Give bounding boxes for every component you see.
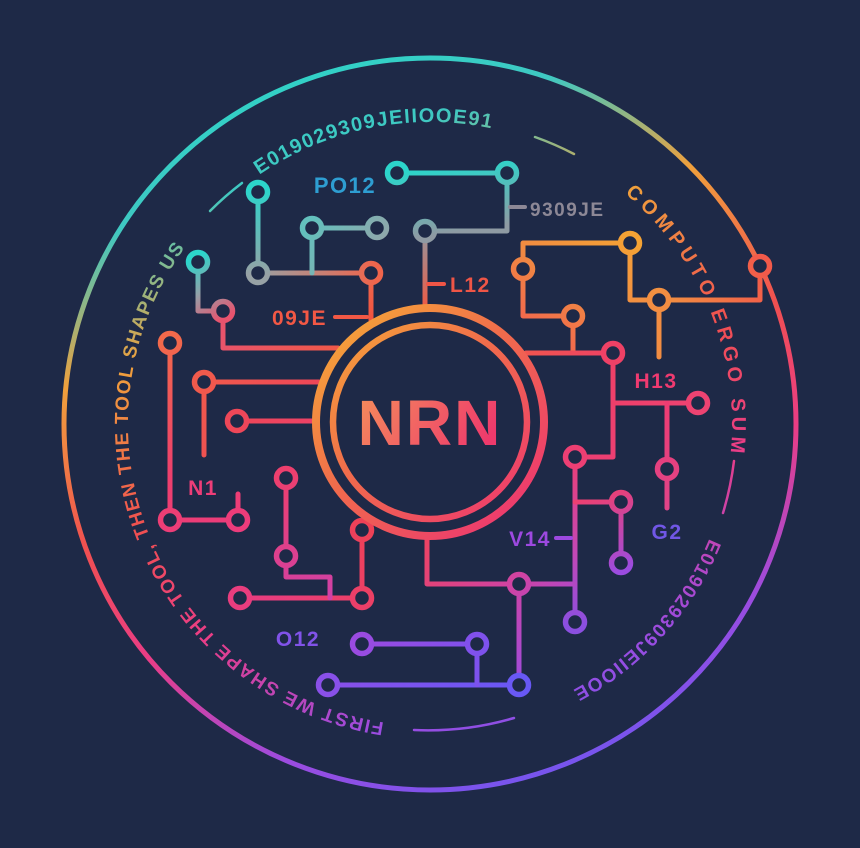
- separator-dash-bottom: [412, 716, 516, 732]
- node: [364, 215, 390, 241]
- node: [560, 303, 586, 329]
- node: [273, 543, 299, 569]
- label-o12: O12: [276, 628, 320, 651]
- trace-top-teal: [394, 170, 510, 234]
- trace-right-elbow: [572, 350, 616, 460]
- label-h13: H13: [634, 370, 677, 393]
- label-v14: V14: [509, 528, 551, 551]
- node: [224, 408, 250, 434]
- node: [358, 260, 384, 286]
- node: [349, 631, 375, 657]
- node: [617, 230, 643, 256]
- rim-separator-dashes: [208, 135, 736, 732]
- node: [191, 369, 217, 395]
- trace-orange-chain: [520, 240, 633, 356]
- label-9309je: 9309JE: [530, 200, 605, 221]
- node: [384, 160, 410, 186]
- node: [494, 160, 520, 186]
- label-n1: N1: [188, 477, 218, 500]
- node: [646, 287, 672, 313]
- node: [685, 390, 711, 416]
- separator-dash-top-right: [533, 135, 576, 156]
- center-badge: NRN: [312, 304, 548, 540]
- trace-orange-stub: [627, 240, 662, 360]
- node: [608, 489, 634, 515]
- node: [412, 218, 438, 244]
- node: [315, 672, 341, 698]
- node: [157, 507, 183, 533]
- trace-ring-bottom: [424, 537, 578, 688]
- trace-bottom-elbow: [283, 475, 333, 601]
- separator-dash-right: [721, 459, 736, 515]
- label-09je: 09JE: [272, 307, 327, 330]
- node: [245, 260, 271, 286]
- node: [608, 550, 634, 576]
- node: [225, 507, 251, 533]
- node: [349, 517, 375, 543]
- node: [747, 253, 773, 279]
- label-po12: PO12: [314, 173, 376, 198]
- label-g2: G2: [651, 521, 682, 544]
- trace-to-ring-left: [220, 308, 341, 351]
- node: [506, 571, 532, 597]
- node: [210, 298, 236, 324]
- center-title: NRN: [358, 387, 503, 459]
- node: [227, 585, 253, 611]
- node: [506, 672, 532, 698]
- node: [299, 215, 325, 241]
- node: [562, 444, 588, 470]
- node: [185, 249, 211, 275]
- node: [349, 585, 375, 611]
- circuit-nodes: [157, 160, 773, 698]
- node: [600, 340, 626, 366]
- trace-bottom-left: [237, 527, 365, 601]
- arc-text-bottom-right: E019029309JEIIOOE: [569, 537, 724, 705]
- center-ring-outer: [312, 304, 548, 540]
- separator-dash-top-left: [208, 181, 244, 213]
- node: [562, 609, 588, 635]
- trace-left-column: [167, 340, 241, 523]
- outer-circle: [61, 55, 799, 793]
- trace-purple-short: [359, 641, 480, 688]
- arc-text-top: E019029309JEIIOOE91: [250, 105, 496, 179]
- node: [510, 256, 536, 282]
- node: [245, 179, 271, 205]
- node: [464, 631, 490, 657]
- node: [157, 330, 183, 356]
- node: [273, 465, 299, 491]
- arc-text-right: COMPUTO ERGO SUM: [622, 180, 750, 459]
- center-ring-inner: [329, 321, 531, 523]
- node: [654, 456, 680, 482]
- label-l12: L12: [450, 274, 491, 297]
- component-labels: PO12 9309JE L12 09JE N1 H13 V14 G2 O12: [188, 173, 682, 651]
